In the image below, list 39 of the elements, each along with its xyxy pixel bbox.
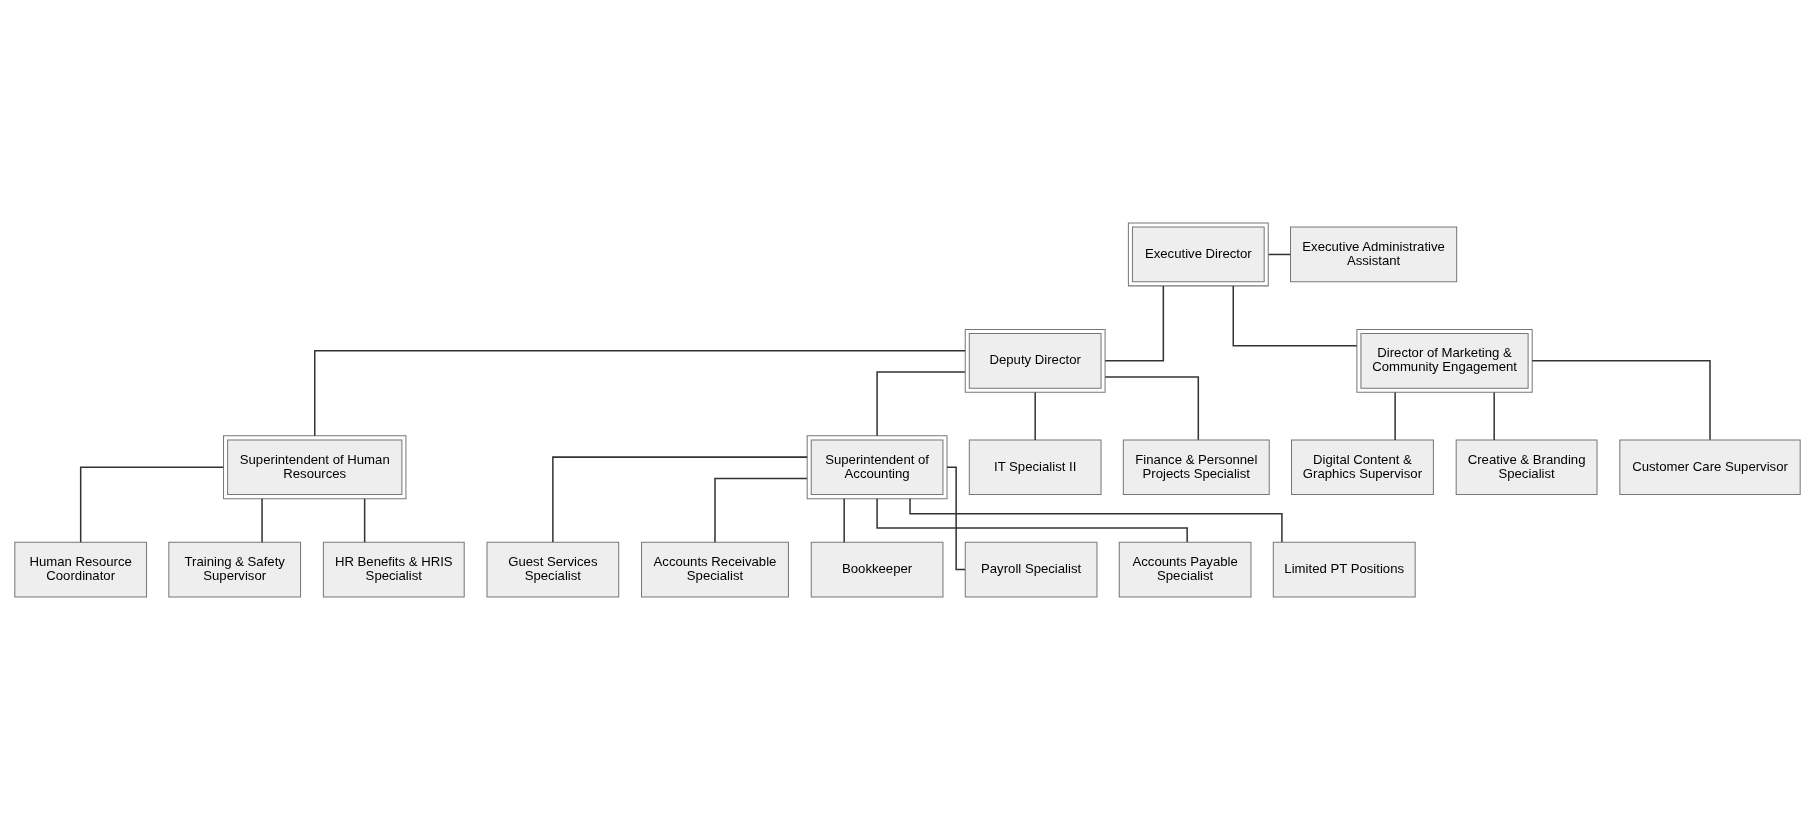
node-box: Superintendent of Accounting bbox=[806, 435, 948, 500]
node-box: Deputy Director bbox=[964, 328, 1106, 393]
connector bbox=[945, 466, 966, 571]
node-box: Payroll Specialist bbox=[964, 541, 1097, 598]
node-box: IT Specialist II bbox=[968, 439, 1102, 496]
node-box: Digital Content & Graphics Supervisor bbox=[1290, 439, 1434, 496]
connector bbox=[1393, 391, 1396, 441]
connector bbox=[260, 498, 263, 543]
connector bbox=[908, 498, 1283, 543]
connector bbox=[551, 456, 808, 543]
connector bbox=[1492, 391, 1495, 441]
node-box: Superintendent of Human Resources bbox=[222, 435, 406, 500]
node-box: Limited PT Positions bbox=[1272, 541, 1416, 598]
node-box: Bookkeeper bbox=[810, 541, 943, 598]
connector bbox=[875, 371, 966, 437]
connector bbox=[1267, 253, 1291, 256]
node-box: Finance & Personnel Projects Specialist bbox=[1122, 439, 1270, 496]
node-box: Creative & Branding Specialist bbox=[1455, 439, 1598, 496]
node-box: HR Benefits & HRIS Specialist bbox=[322, 541, 465, 598]
connector bbox=[842, 498, 845, 543]
connector bbox=[1104, 376, 1199, 441]
node-box: Training & Safety Supervisor bbox=[167, 541, 301, 598]
node-box: Executive Director bbox=[1127, 222, 1269, 287]
node-box: Accounts Payable Specialist bbox=[1118, 541, 1251, 598]
node-box: Executive Administrative Assistant bbox=[1289, 226, 1457, 283]
node-box: Guest Services Specialist bbox=[486, 541, 619, 598]
connector bbox=[1530, 360, 1711, 441]
connector bbox=[363, 498, 365, 543]
connector bbox=[1232, 285, 1358, 347]
connector bbox=[79, 466, 224, 543]
node-box: Director of Marketing & Community Engagement bbox=[1355, 328, 1533, 393]
node-box: Accounts Receivable Specialist bbox=[640, 541, 789, 598]
node-box: Human Resource Coordinator bbox=[13, 541, 147, 598]
connector bbox=[313, 349, 966, 437]
connector bbox=[1033, 391, 1036, 441]
connector bbox=[713, 477, 808, 543]
connector bbox=[875, 497, 1188, 543]
connector bbox=[1104, 285, 1164, 362]
node-box: Customer Care Supervisor bbox=[1618, 439, 1801, 496]
